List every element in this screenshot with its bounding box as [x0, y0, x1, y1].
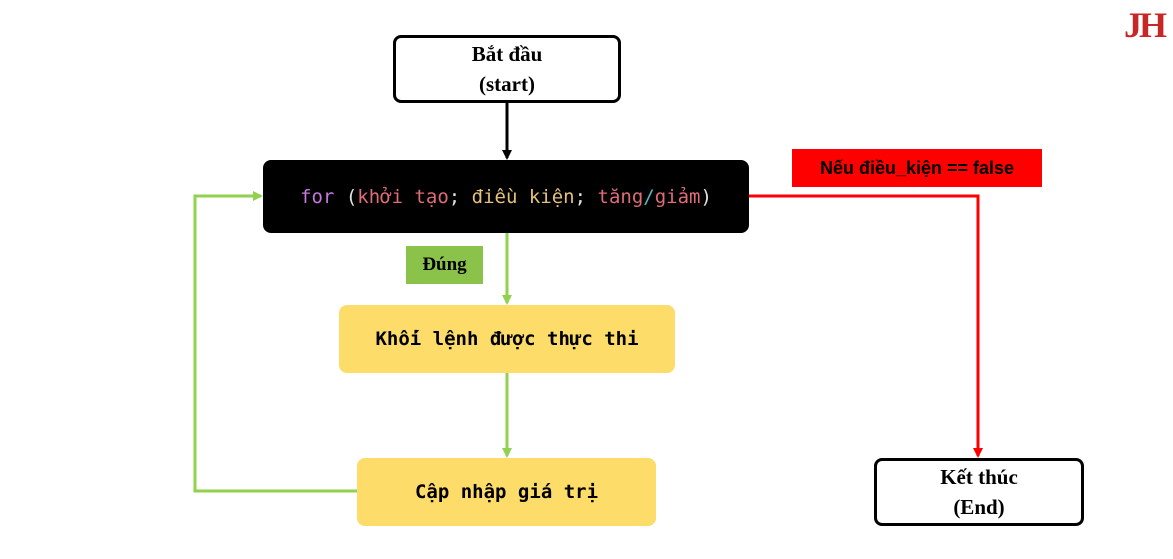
update-block: Cập nhập giá trị: [357, 458, 656, 526]
false-label: Nếu điều_kiện == false: [792, 149, 1042, 187]
open-paren: (: [334, 185, 358, 208]
increment-text: tăng: [597, 185, 644, 208]
arrow-loop-to-end: [749, 194, 983, 458]
start-sublabel: (start): [479, 72, 535, 96]
init-text: khởi tạo: [357, 185, 449, 208]
for-loop-node: for (khởi tạo; điều kiện; tăng/giảm): [263, 160, 749, 233]
loop-body-block: Khối lệnh được thực thi: [339, 305, 675, 373]
arrow-update-to-loop: [193, 191, 357, 493]
jh-logo: JH: [1124, 5, 1167, 45]
start-label: Bắt đầu: [471, 42, 543, 66]
end-sublabel: (End): [953, 495, 1005, 519]
true-label: Đúng: [406, 246, 483, 284]
start-node: Bắt đầu (start): [393, 35, 621, 103]
slash: /: [643, 185, 655, 208]
separator-1: ;: [448, 185, 472, 208]
end-label: Kết thúc: [940, 465, 1018, 489]
condition-text: điều kiện: [471, 185, 575, 208]
decrement-text: giảm: [654, 185, 701, 208]
for-keyword: for: [300, 185, 335, 208]
close-paren: ): [700, 185, 712, 208]
end-node: Kết thúc (End): [874, 458, 1084, 526]
separator-2: ;: [574, 185, 598, 208]
